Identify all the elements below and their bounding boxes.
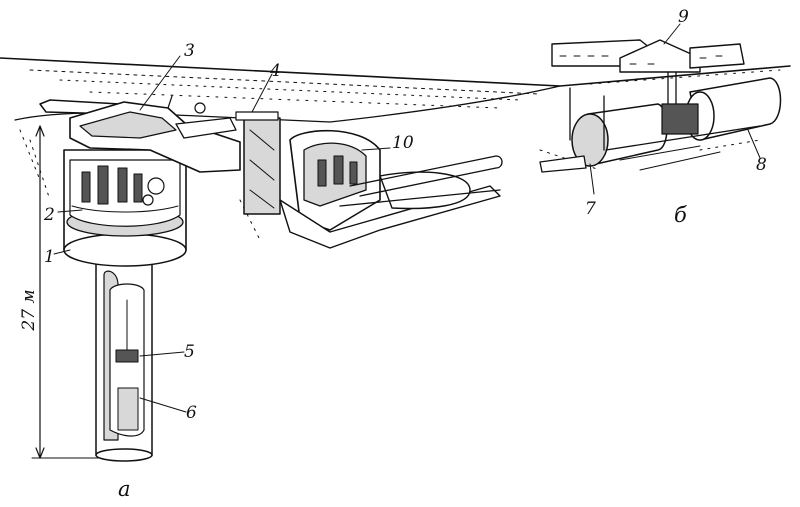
label-7: 7 xyxy=(585,199,596,219)
label-2: 2 xyxy=(43,205,55,225)
label-1: 1 xyxy=(44,247,55,267)
label-8: 8 xyxy=(756,155,767,175)
label-10: 10 xyxy=(392,133,414,153)
part-a-label: а xyxy=(118,477,131,501)
label-6: 6 xyxy=(186,403,197,423)
surface-building xyxy=(551,39,745,105)
label-3: 3 xyxy=(184,41,195,61)
depth-dimension: 27 м xyxy=(19,125,111,459)
label-5: 5 xyxy=(184,342,195,362)
label-4: 4 xyxy=(269,61,281,81)
surface-structure xyxy=(39,95,241,173)
part-b-label: б xyxy=(674,203,687,227)
depth-label: 27 м xyxy=(19,289,39,331)
label-9: 9 xyxy=(678,7,689,27)
mine-shaft xyxy=(95,254,153,462)
shaft-head xyxy=(63,149,187,267)
tunnel-shield xyxy=(235,111,503,249)
leader-lines xyxy=(53,23,761,413)
underground-tanks xyxy=(539,77,782,173)
